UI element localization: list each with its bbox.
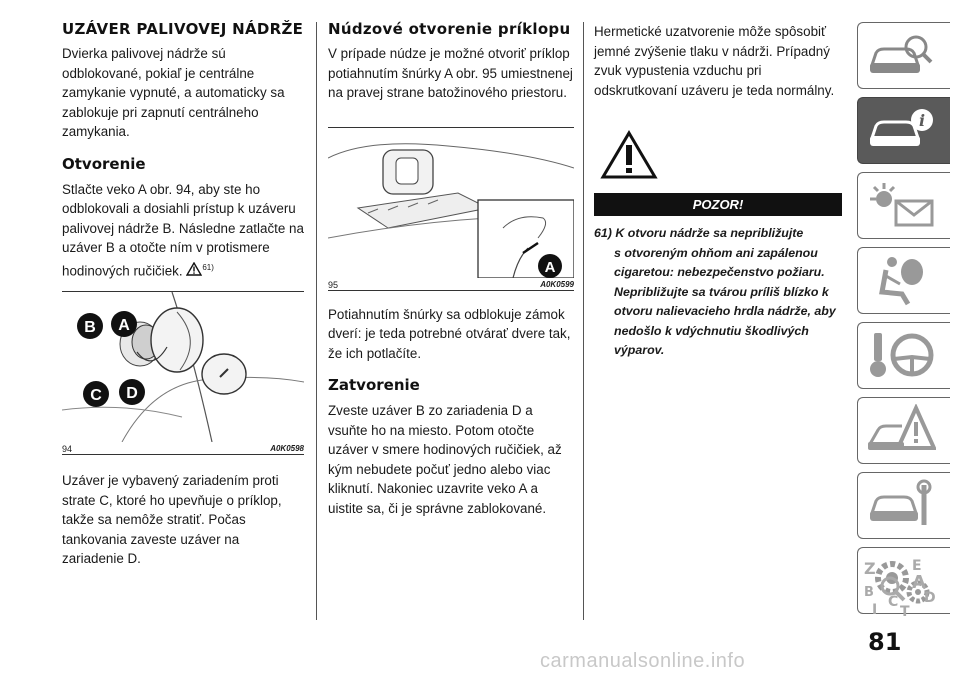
column-1: UZÁVER PALIVOVEJ NÁDRŽE Dvierka palivove… <box>62 22 304 569</box>
tab-dashboard-lights[interactable] <box>857 172 950 239</box>
warning-first-line: K otvoru nádrže sa nepribližujte <box>615 226 804 240</box>
svg-text:T: T <box>900 604 910 618</box>
paragraph-intro: Dvierka palivovej nádrže sú odblokované,… <box>62 46 285 139</box>
warning-box: POZOR! 61) K otvoru nádrže sa nepribližu… <box>594 193 842 361</box>
column-separator-1 <box>316 22 317 620</box>
figure-code-95: A0K0599 <box>540 279 574 289</box>
paragraph-opening: Stlačte veko A obr. 94, aby ste ho odblo… <box>62 180 304 282</box>
gears-icon <box>875 561 930 604</box>
paragraph-anti-loss: Uzáver je vybavený zariadením proti stra… <box>62 473 282 567</box>
figure-caption: 94 A0K0598 <box>62 442 304 454</box>
warning-number: 61) <box>594 226 612 240</box>
tab-steering-key[interactable] <box>857 322 950 389</box>
subheading-opening: Otvorenie <box>62 154 146 173</box>
car-search-icon <box>869 35 933 73</box>
tab-car-service[interactable] <box>857 472 950 539</box>
column-3: Hermetické uzatvorenie môže spôsobiť jem… <box>594 22 842 361</box>
tab-airbag-seat[interactable] <box>857 247 950 314</box>
svg-text:E: E <box>912 558 922 574</box>
section-heading-fuel-cap: UZÁVER PALIVOVEJ NÁDRŽE <box>62 20 304 38</box>
trunk-cord-illustration: A <box>328 127 574 278</box>
svg-text:C: C <box>888 594 898 610</box>
paragraph-emergency: V prípade núdze je možné otvoriť príklop… <box>328 46 573 100</box>
tab-breakdown[interactable] <box>857 397 950 464</box>
callout-c: C <box>90 387 102 404</box>
paragraph-unlock: Potiahnutím šnúrky sa odblokuje zámok dv… <box>328 306 571 361</box>
callout-a: A <box>118 317 130 334</box>
paragraph-closing: Zveste uzáver B zo zariadenia D a vsuňte… <box>328 403 562 516</box>
paragraph-hermetic: Hermetické uzatvorenie môže spôsobiť jem… <box>594 24 835 98</box>
warning-triangle-icon <box>186 261 203 282</box>
paragraph-opening-text: Stlačte veko A obr. 94, aby ste ho odblo… <box>62 181 304 278</box>
tab-car-info[interactable]: i <box>857 97 950 164</box>
svg-text:A: A <box>912 572 926 593</box>
svg-text:B: B <box>864 585 874 600</box>
section-heading-emergency: Núdzové otvorenie príklopu <box>328 20 571 38</box>
svg-text:i: i <box>919 111 925 130</box>
warning-reference: 61) <box>202 262 214 272</box>
tab-gears[interactable] <box>857 547 950 614</box>
warning-title: POZOR! <box>594 193 842 216</box>
svg-text:D: D <box>924 590 936 606</box>
column-separator-2 <box>583 22 584 620</box>
column-2: Núdzové otvorenie príklopu V prípade núd… <box>328 22 574 518</box>
steering-key-icon <box>870 333 934 377</box>
alphabet-index-icon[interactable]: Z E B C A D I T <box>862 556 942 618</box>
callout-b: B <box>84 319 96 336</box>
callout-d: D <box>126 385 138 402</box>
car-service-icon <box>869 479 932 525</box>
dashboard-lights-icon <box>870 183 934 227</box>
callout-a-fig95: A <box>545 259 556 276</box>
figure-number-95: 95 <box>328 279 339 290</box>
figure-code: A0K0598 <box>270 444 304 454</box>
figure-caption-95: 95 A0K0599 <box>328 278 574 290</box>
svg-text:Z: Z <box>864 559 876 578</box>
car-info-icon: i <box>869 109 933 146</box>
tab-car-search[interactable] <box>857 22 950 89</box>
subheading-closing: Zatvorenie <box>328 376 420 394</box>
svg-text:I: I <box>872 602 877 618</box>
page-number: 81 <box>868 628 902 656</box>
warning-sign-icon <box>600 130 842 185</box>
watermark: carmanualsonline.info <box>540 650 746 672</box>
figure-94: B A C D 94 A0K0598 <box>62 291 304 456</box>
figure-number: 94 <box>62 444 73 455</box>
warning-rest: s otvoreným ohňom ani zapálenou cigareto… <box>614 245 836 358</box>
fuel-door-illustration: B A C D <box>62 292 304 443</box>
airbag-seat-icon <box>879 257 923 306</box>
warning-text: 61) K otvoru nádrže sa nepribližujte s o… <box>594 216 842 361</box>
figure-95: A 95 A0K0599 <box>328 126 574 291</box>
breakdown-triangle-icon <box>868 404 936 450</box>
